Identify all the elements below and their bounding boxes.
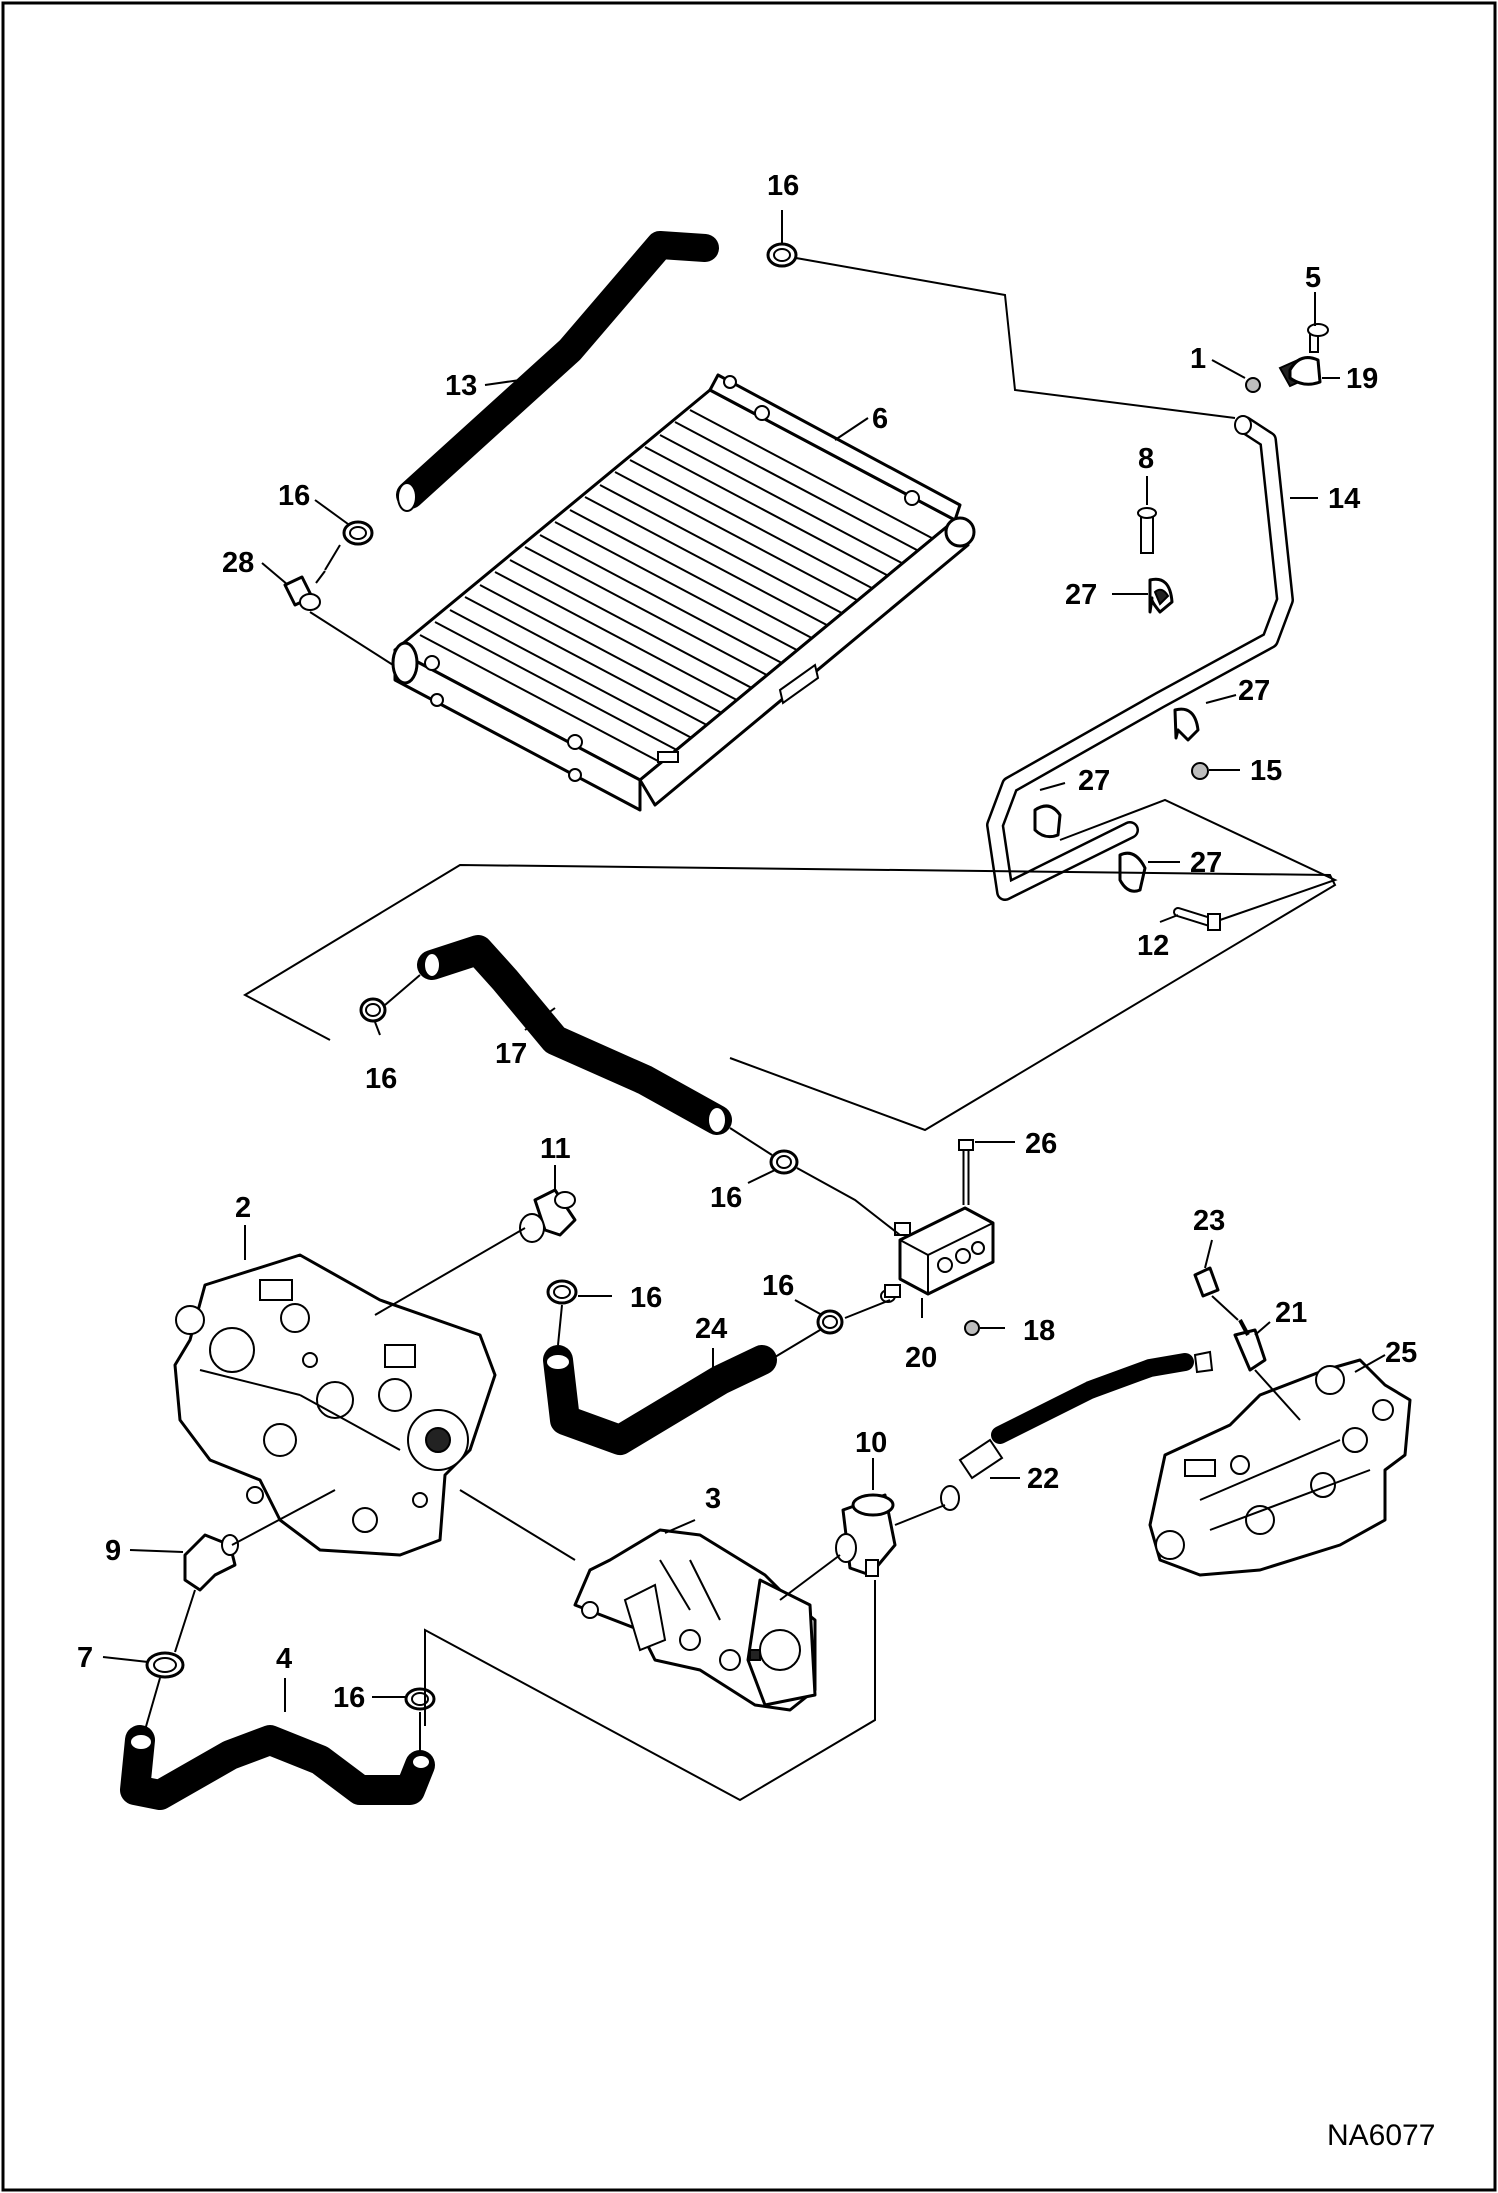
clamp-16-hose17 [359,997,387,1023]
clamp-16-top [766,242,798,268]
callout-25: 25 [1385,1337,1417,1369]
callout-17: 17 [495,1038,527,1070]
assembly-outline-hose17 [242,863,1337,1132]
elbow-fitting-11 [519,1188,577,1243]
clamp-27-middle [1173,707,1200,742]
tube-14 [986,415,1294,901]
leader-lines [102,210,1386,1752]
callout-16-mid: 16 [710,1182,742,1214]
callout-28: 28 [222,547,254,579]
callout-24: 24 [695,1313,727,1345]
callout-13: 13 [445,370,477,402]
bolt-26 [958,1139,974,1205]
callout-16-bottom: 16 [333,1682,365,1714]
hose-13 [396,231,719,512]
callout-27-middle: 27 [1238,675,1270,707]
fitting-21 [1233,1319,1267,1372]
hydrostatic-pump-2 [173,1253,497,1557]
callout-27-upper: 27 [1065,579,1097,611]
clamp-7 [145,1651,185,1679]
hose-24 [543,1345,777,1455]
callout-16-block: 16 [762,1270,794,1302]
callout-12: 12 [1137,930,1169,962]
callout-8: 8 [1138,443,1154,475]
callout-16-pump: 16 [630,1282,662,1314]
callout-21: 21 [1275,1297,1307,1329]
cap-23 [1193,1266,1220,1298]
gear-pump-3 [573,1528,817,1712]
nut-15 [1191,762,1209,780]
tee-fitting-10 [835,1493,897,1577]
callout-16-top: 16 [767,170,799,202]
callout-7: 7 [77,1642,93,1674]
callout-labels: 16 13 6 5 1 19 14 8 27 27 15 27 27 12 16… [77,170,1417,1714]
clamp-16-block [816,1309,844,1335]
callout-15: 15 [1250,755,1282,787]
assembly-outline-hose4 [424,1580,876,1802]
callout-22: 22 [1027,1463,1059,1495]
hose-22 [940,1350,1214,1511]
clamp-19-hardware [1245,323,1329,393]
pin-8 [1137,507,1157,554]
callout-9: 9 [105,1535,121,1567]
callout-16-hose17: 16 [365,1063,397,1095]
callout-11: 11 [540,1133,571,1165]
bolt-12 [1173,907,1221,931]
callout-14: 14 [1328,483,1360,515]
callout-27-left: 27 [1078,765,1110,797]
callout-5: 5 [1305,262,1321,294]
clamp-16-pump [546,1279,578,1305]
clamp-27-left [1033,804,1062,839]
callout-3: 3 [705,1483,721,1515]
elbow-fitting-28 [283,570,326,611]
elbow-fitting-9 [183,1533,239,1592]
clamp-16-radiator [342,520,374,546]
callout-23: 23 [1193,1205,1225,1237]
callout-2: 2 [235,1192,251,1224]
callout-16-radiator: 16 [278,480,310,512]
callout-26: 26 [1025,1128,1057,1160]
callout-19: 19 [1346,363,1378,395]
oil-cooler-radiator [391,373,976,812]
clamp-27-upper [1148,577,1174,614]
control-valve-25 [1148,1358,1412,1577]
callout-1: 1 [1190,343,1206,375]
callout-20: 20 [905,1342,937,1374]
assembly-outline-tube [1059,798,1338,921]
hose-4 [120,1725,435,1810]
hose-17 [417,935,732,1135]
manifold-block-20 [880,1206,995,1303]
callout-10: 10 [855,1427,887,1459]
callout-27-right: 27 [1190,847,1222,879]
callout-4: 4 [276,1643,292,1675]
nut-18 [964,1320,980,1336]
clamp-16-bottom [404,1687,436,1711]
figure-id: NA6077 [1327,2119,1435,2152]
callout-6: 6 [872,403,888,435]
callout-18: 18 [1023,1315,1055,1347]
clamp-16-mid [769,1149,799,1175]
